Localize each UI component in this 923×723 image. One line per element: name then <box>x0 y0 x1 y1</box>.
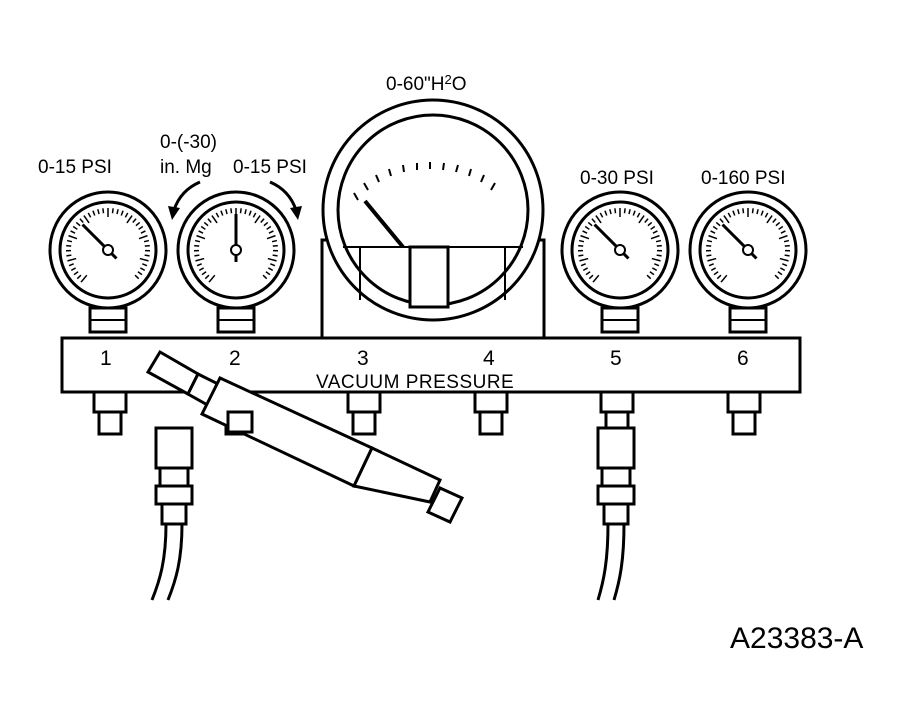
gauge-range-labels: 0-15 PSI 0-(-30) in. Mg 0-15 PSI 0-60"H2… <box>38 72 786 189</box>
gauge-1-range-label: 0-15 PSI <box>38 157 112 178</box>
port-number-5: 5 <box>610 347 622 370</box>
gauge-1 <box>48 190 168 334</box>
gauge-6 <box>688 190 808 334</box>
manifold-label: VACUUM PRESSURE <box>316 372 514 393</box>
port-number-3: 3 <box>357 347 369 370</box>
port-numbers: 1 2 3 4 5 6 <box>100 347 749 370</box>
gauge-2-vacuum-unit-label: in. Mg <box>160 157 212 178</box>
hose-right <box>596 426 636 601</box>
hand-vacuum-pump <box>145 349 465 524</box>
gauge-5 <box>560 190 680 334</box>
gauge-5-range-label: 0-30 PSI <box>580 168 654 189</box>
gauge-2-vacuum-range-label: 0-(-30) <box>160 132 217 153</box>
gauge-6-range-label: 0-160 PSI <box>701 168 786 189</box>
hose-left <box>150 426 194 601</box>
gauge-2-pressure-range-label: 0-15 PSI <box>233 157 307 178</box>
port-fitting-6 <box>726 390 762 436</box>
gauge-2 <box>176 190 296 334</box>
port-fitting-4 <box>473 390 509 436</box>
port-number-6: 6 <box>737 347 749 370</box>
gauge-2-direction-arrows <box>168 180 302 220</box>
figure-id: A23383-A <box>730 622 863 655</box>
port-number-2: 2 <box>229 347 241 370</box>
port-number-1: 1 <box>100 347 112 370</box>
port-fitting-1 <box>92 390 128 436</box>
port-fitting-3 <box>346 390 382 436</box>
water-column-gauge <box>320 98 546 342</box>
gauge-3-range-label: 0-60"H2O <box>386 72 467 95</box>
port-number-4: 4 <box>483 347 495 370</box>
